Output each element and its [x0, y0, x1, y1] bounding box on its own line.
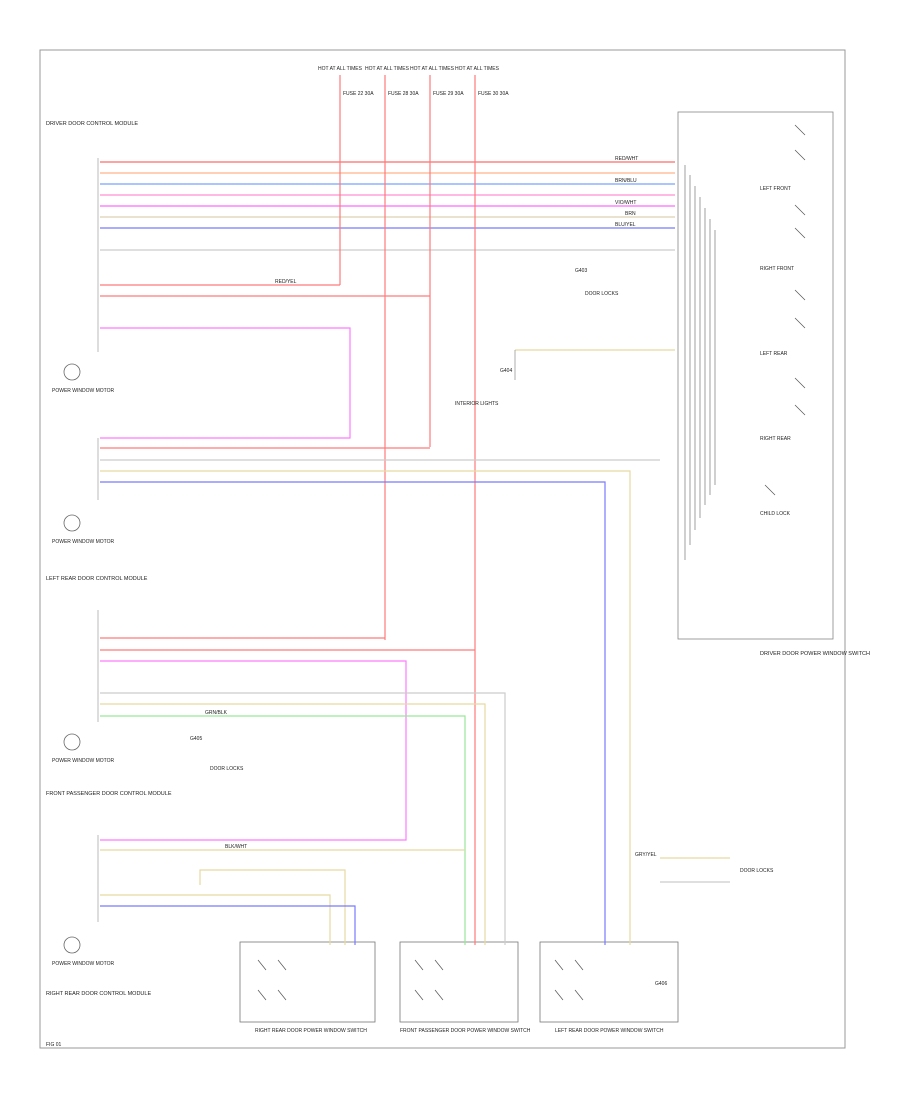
right-rear-wires — [100, 849, 465, 945]
ground-3: G405 — [190, 736, 202, 742]
driver-bus-wires — [100, 161, 675, 251]
master-sub-3: LEFT REAR — [760, 351, 788, 357]
fuse-label-4: HOT AT ALL TIMES — [455, 66, 500, 72]
ref-door-locks-2: DOOR LOCKS — [210, 766, 244, 772]
fuse-label-1: HOT AT ALL TIMES — [318, 66, 363, 72]
diagram-border — [39, 49, 846, 1049]
switch-label-front-passenger: FRONT PASSENGER DOOR POWER WINDOW SWITCH — [400, 1028, 531, 1034]
wire-color-9: GRY/YEL — [635, 852, 657, 858]
motor-label-3: POWER WINDOW MOTOR — [52, 758, 115, 764]
fp-switch-box — [399, 941, 519, 1023]
master-switch-box — [677, 111, 834, 640]
ground-4: G406 — [655, 981, 667, 987]
master-bundle — [684, 165, 716, 560]
ref-interior-lights: INTERIOR LIGHTS — [455, 401, 499, 407]
pink-loops — [100, 327, 407, 841]
master-sub-2: RIGHT FRONT — [760, 266, 794, 272]
fuse-feeds — [100, 75, 476, 945]
rr-switch-box — [239, 941, 376, 1023]
lr-switch-box — [539, 941, 679, 1023]
master-switch-label: DRIVER DOOR POWER WINDOW SWITCH — [760, 651, 870, 657]
fuse-id-4: FUSE 30 30A — [478, 91, 509, 97]
fuse-label-3: HOT AT ALL TIMES — [410, 66, 455, 72]
wire-color-8: BLK/WHT — [225, 844, 247, 850]
motor-symbols — [63, 363, 81, 954]
front-passenger-wires — [100, 637, 506, 945]
wire-color-4: VIO/WHT — [615, 200, 636, 206]
wire-color-3: BRN/BLU — [615, 178, 637, 184]
left-rear-wires — [100, 447, 660, 945]
master-sub-5: CHILD LOCK — [760, 511, 791, 517]
fuse-id-2: FUSE 28 30A — [388, 91, 419, 97]
footer-code: FIG 01 — [46, 1042, 62, 1048]
ref-door-locks-3: DOOR LOCKS — [740, 868, 774, 874]
wire-color-7: RED/YEL — [275, 279, 297, 285]
bottom-switch-internals — [257, 959, 584, 1001]
fuse-id-1: FUSE 22 30A — [343, 91, 374, 97]
master-sub-4: RIGHT REAR — [760, 436, 791, 442]
wire-color-6: GRN/BLK — [205, 710, 228, 716]
module-label-left-rear: LEFT REAR DOOR CONTROL MODULE — [46, 576, 148, 582]
ground-2: G404 — [500, 368, 512, 374]
switch-label-right-rear: RIGHT REAR DOOR POWER WINDOW SWITCH — [255, 1028, 367, 1034]
motor-label-4: POWER WINDOW MOTOR — [52, 961, 115, 967]
wire-color-5: BLU/YEL — [615, 222, 636, 228]
module-label-right-rear: RIGHT REAR DOOR CONTROL MODULE — [46, 991, 151, 997]
module-label-front-passenger: FRONT PASSENGER DOOR CONTROL MODULE — [46, 791, 172, 797]
ground-1: G403 — [575, 268, 587, 274]
motor-label-1: POWER WINDOW MOTOR — [52, 388, 115, 394]
switch-label-left-rear: LEFT REAR DOOR POWER WINDOW SWITCH — [555, 1028, 664, 1034]
wire-color-2: BRN — [625, 211, 636, 217]
wire-color-1: RED/WHT — [615, 156, 638, 162]
fuse-id-3: FUSE 29 30A — [433, 91, 464, 97]
master-sub-1: LEFT FRONT — [760, 186, 791, 192]
motor-label-2: POWER WINDOW MOTOR — [52, 539, 115, 545]
module-label-driver: DRIVER DOOR CONTROL MODULE — [46, 121, 138, 127]
fuse-label-2: HOT AT ALL TIMES — [365, 66, 410, 72]
ref-door-locks-1: DOOR LOCKS — [585, 291, 619, 297]
master-switch-contacts — [764, 124, 806, 496]
